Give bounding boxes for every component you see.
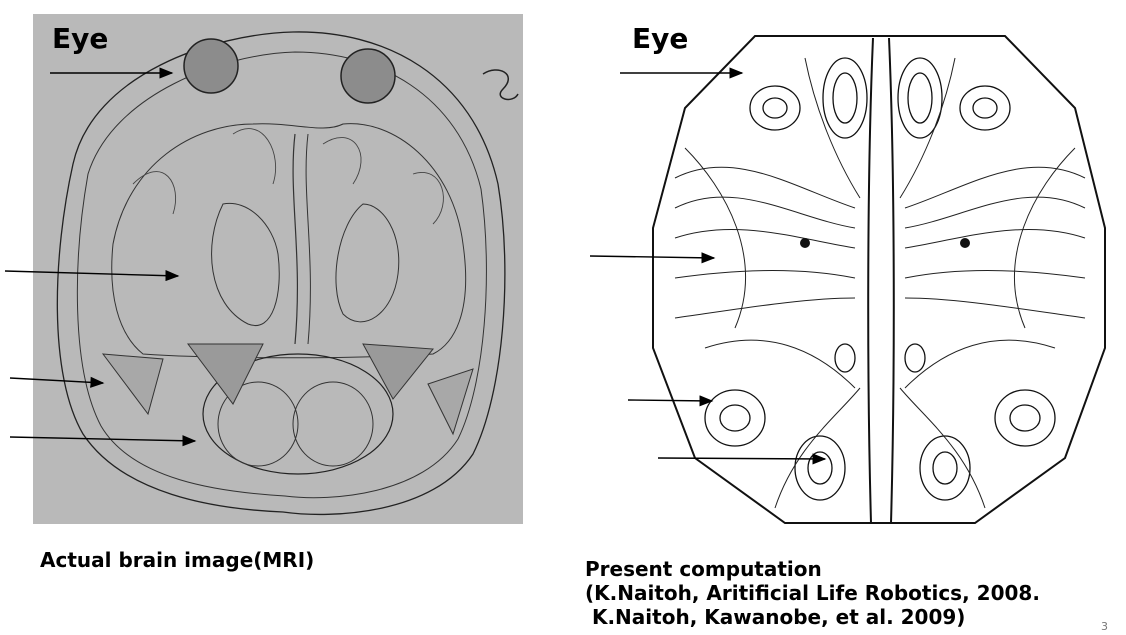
arrow-right-ventricle: [590, 256, 714, 258]
arrow-left-posterior: [10, 437, 195, 441]
arrow-left-ventricle: [5, 271, 178, 276]
mri-caption-text: Actual brain image(MRI): [40, 548, 314, 572]
arrow-right-lobe: [628, 400, 712, 401]
arrow-left-lobe: [10, 378, 103, 383]
computation-caption-line-2: (K.Naitoh, Aritificial Life Robotics, 20…: [585, 581, 1040, 605]
computation-caption-line-3: K.Naitoh, Kawanobe, et al. 2009): [585, 605, 1040, 629]
eye-label-right: Eye: [632, 22, 688, 55]
eye-label-left: Eye: [52, 22, 108, 55]
page-number: 3: [1101, 620, 1108, 633]
arrow-right-posterior: [658, 458, 825, 459]
mri-caption: Actual brain image(MRI): [40, 548, 314, 572]
computation-caption-line-1: Present computation: [585, 557, 1040, 581]
computation-caption: Present computation (K.Naitoh, Aritifici…: [585, 557, 1040, 629]
